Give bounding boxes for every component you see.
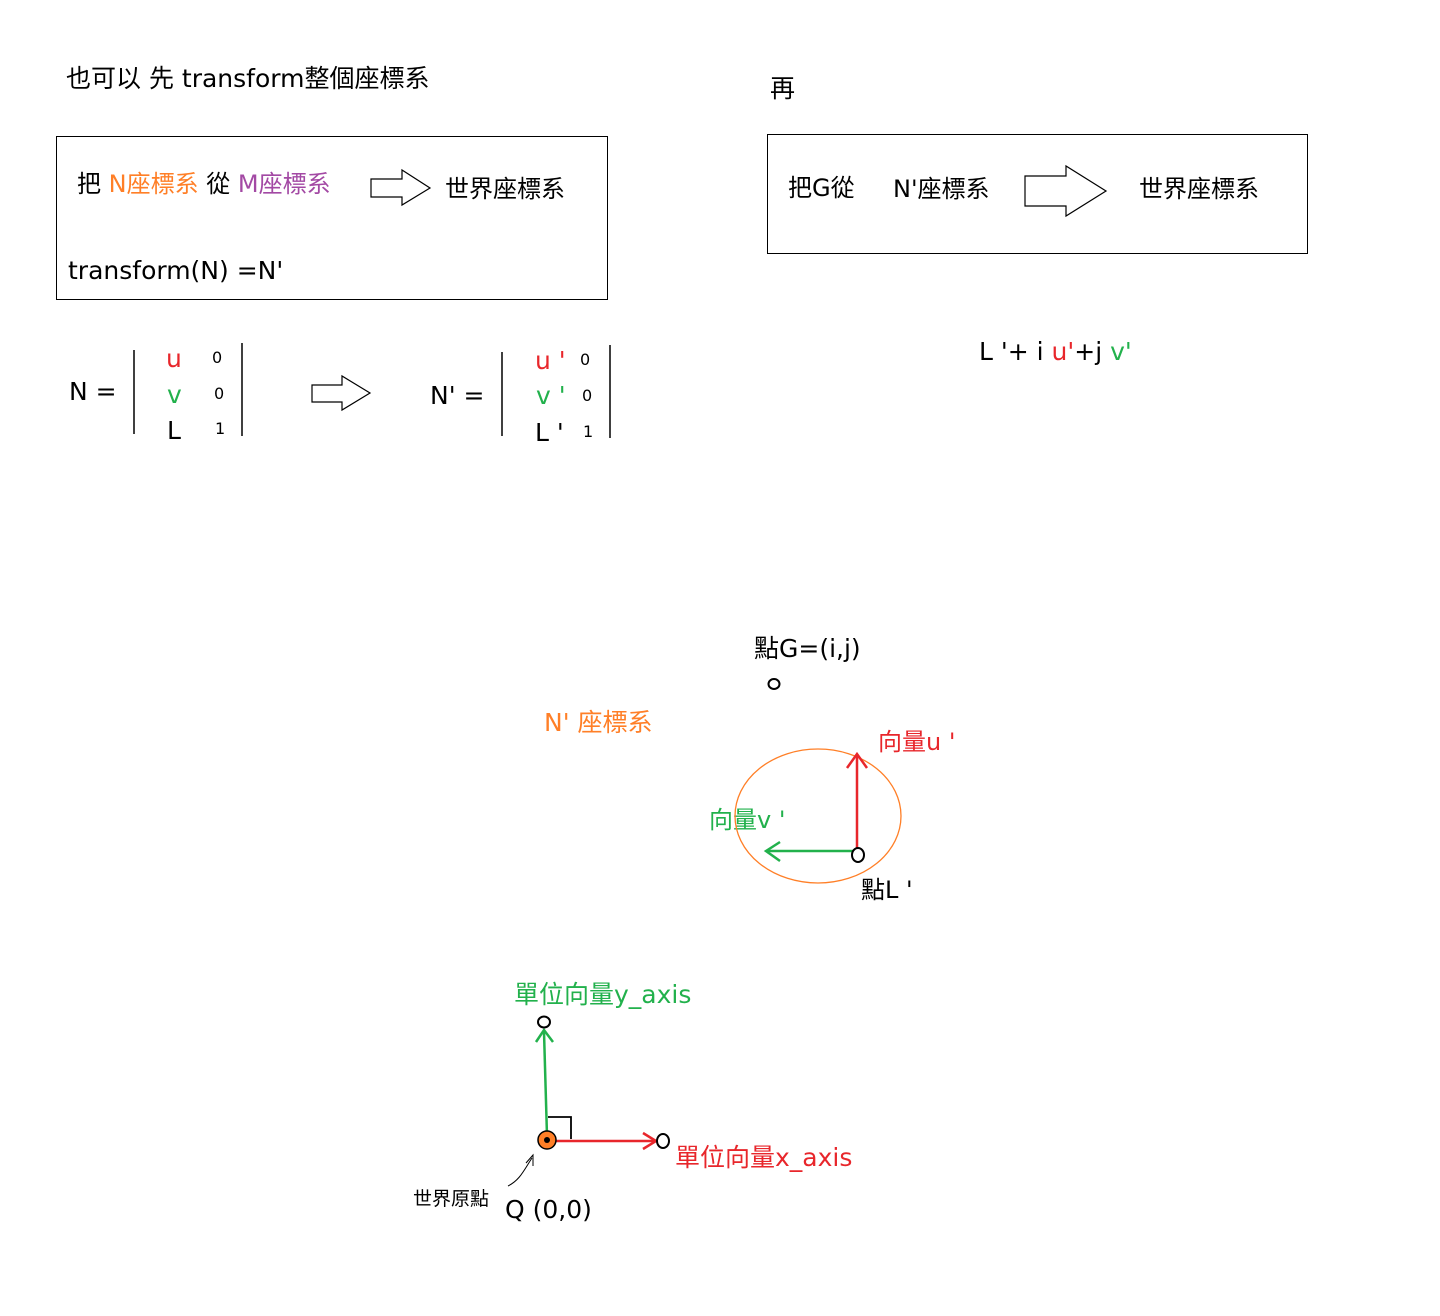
matrix-n-l: L [167,416,181,445]
vector-v-label: 向量v ' [709,806,786,834]
y-axis-end-marker [537,1015,551,1029]
expression-v: v' [1110,337,1132,366]
matrix-n-label: N = [69,377,117,406]
expression-part-1: L '+ i [979,337,1052,366]
box1-from: 從 [206,170,231,198]
box-transform-frame: 把 N座標系 從 M座標系 世界座標系 transform(N) =N' [56,136,608,300]
matrix-np-label: N' = [430,381,485,410]
matrix-np-l: L ' [535,418,564,447]
x-axis-end-marker [656,1133,670,1149]
box2-prefix: 把G從 [788,174,855,202]
box2-frame: N'座標系 [893,175,990,203]
matrix-np-v: v ' [536,381,566,410]
matrix-np-val-1: 0 [582,386,593,405]
expression-part-2: +j [1074,337,1111,366]
box2-target: 世界座標系 [1139,175,1259,203]
right-angle-icon [548,1116,572,1139]
arrowhead-icon [534,1027,554,1043]
matrix-n-v: v [167,380,182,409]
x-axis-label: 單位向量x_axis [675,1143,853,1172]
matrix-np-val-0: 0 [580,350,591,369]
box1-sentence: 把 N座標系 從 M座標系 [77,172,331,196]
hollow-arrow-icon [370,168,432,207]
n-prime-frame-label: N' 座標系 [544,708,653,737]
origin-q-label: Q (0,0) [505,1195,592,1224]
point-l-label: 點L ' [861,876,913,904]
vector-u-label: 向量u ' [878,728,956,756]
box-g-to-world: 把G從 N'座標系 世界座標系 [767,134,1308,254]
arrowhead-icon [525,1153,534,1166]
matrix-n-val-0: 0 [212,348,223,367]
box1-formula: transform(N) =N' [68,256,284,285]
n-prime-frame-ellipse [734,748,902,884]
arrowhead-icon [763,840,781,863]
box1-prefix: 把 [77,170,101,198]
matrix-np-u: u ' [535,346,566,375]
expression: L '+ i u'+j v' [979,339,1132,364]
hollow-arrow-icon [1024,164,1108,218]
header-right-title: 再 [770,74,796,103]
expression-u: u' [1051,337,1075,366]
origin-marker-core [544,1137,550,1143]
y-axis-label: 單位向量y_axis [514,980,692,1009]
header-left-title: 也可以 先 transform整個座標系 [66,64,430,93]
matrix-np-val-2: 1 [583,422,594,441]
matrix-n-val-2: 1 [215,419,226,438]
point-g-label: 點G=(i,j) [754,634,861,663]
point-g-marker [767,678,781,690]
box1-m-frame: M座標系 [237,170,331,198]
box1-target: 世界座標系 [445,175,565,203]
arrowhead-icon [845,751,869,769]
world-origin-note: 世界原點 [413,1188,490,1210]
box1-n-frame: N座標系 [108,170,199,198]
matrix-n-val-1: 0 [214,384,225,403]
origin-pointer-line [507,1157,533,1187]
hollow-arrow-icon [311,374,372,412]
point-l-marker [851,847,865,863]
matrix-n-u: u [166,344,182,373]
y-axis-line [542,1031,549,1137]
